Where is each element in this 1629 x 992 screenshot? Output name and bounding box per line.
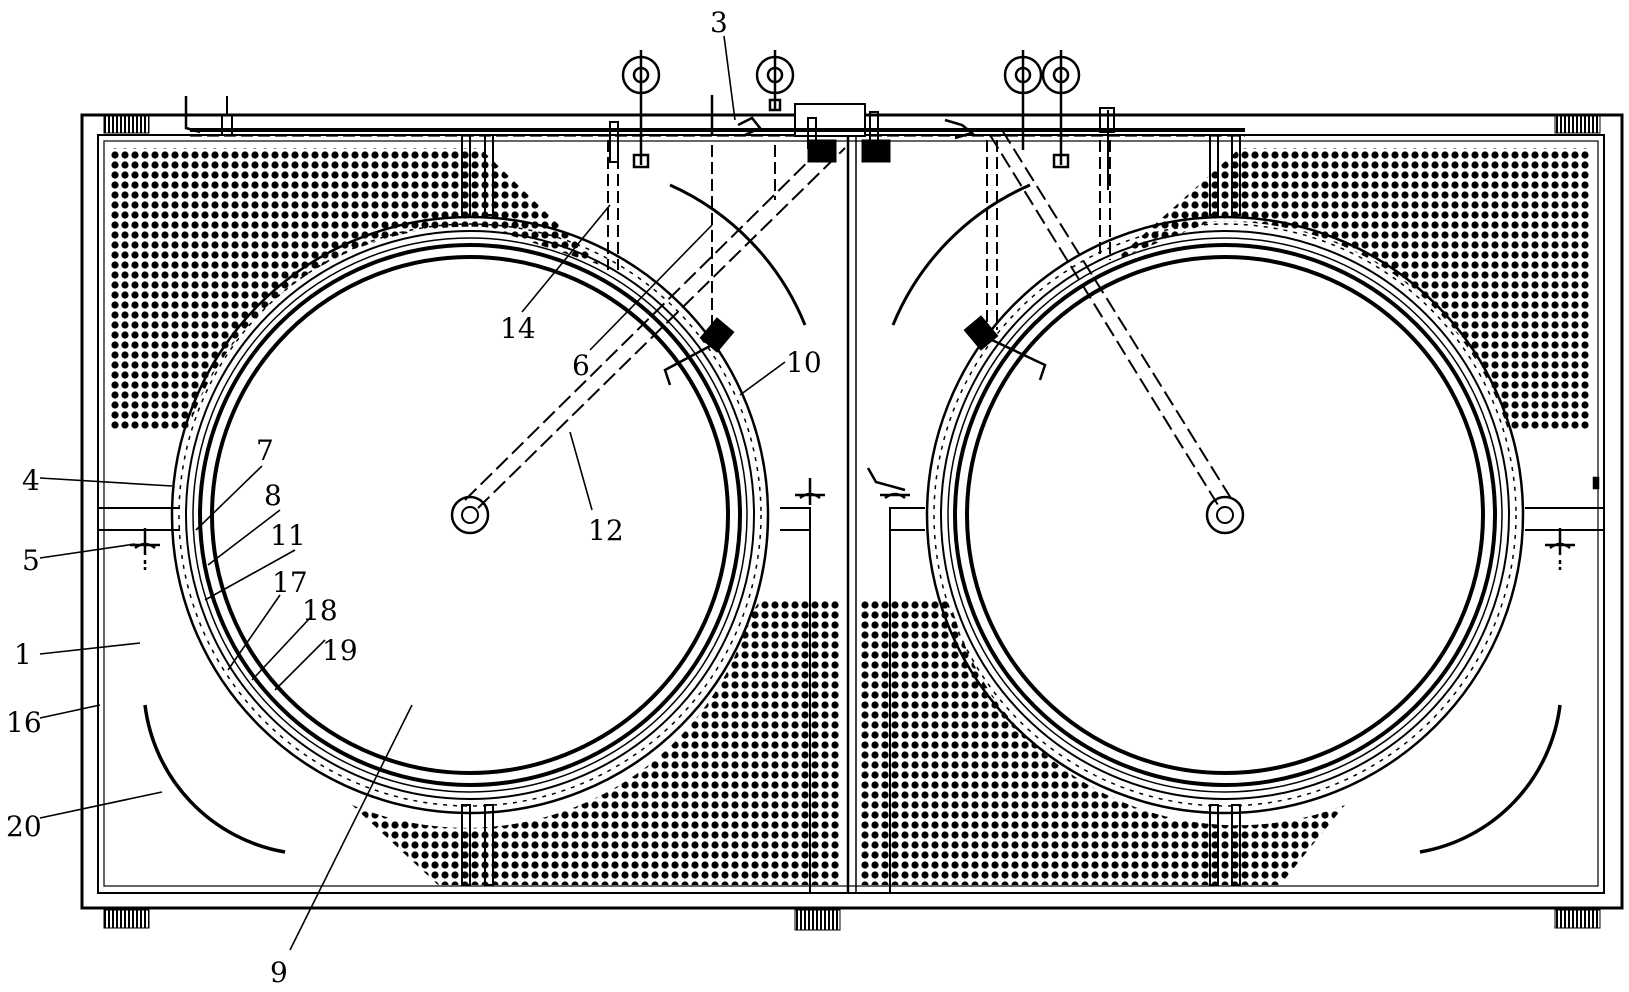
label-5: 5 — [22, 544, 40, 577]
fitting-left — [130, 528, 160, 570]
dotted-fill-regions — [110, 148, 1590, 885]
drum-right — [861, 129, 1525, 886]
foot-bottom-right — [1554, 909, 1601, 929]
fitting-mid-left — [795, 478, 825, 505]
valve-3 — [1003, 50, 1043, 150]
label-9: 9 — [270, 956, 288, 988]
feet — [103, 103, 1601, 931]
label-18: 18 — [302, 594, 338, 627]
foot-bottom-center — [794, 909, 841, 931]
label-8: 8 — [264, 479, 282, 512]
label-20: 20 — [6, 810, 42, 843]
dot-region-bottom-left — [352, 600, 840, 885]
label-7: 7 — [256, 434, 274, 467]
valves — [609, 50, 1081, 169]
fitting-mid-right — [866, 467, 910, 500]
left-shell-inner — [198, 243, 742, 787]
foot-top-right — [1554, 114, 1601, 134]
label-1: 1 — [14, 638, 32, 671]
fittings — [130, 467, 1600, 570]
label-17: 17 — [272, 566, 308, 599]
valve-1 — [621, 50, 661, 169]
right-shell-inner — [953, 243, 1497, 787]
lower-arcs — [143, 704, 1562, 854]
valve-4 — [1041, 50, 1081, 169]
label-12: 12 — [588, 514, 624, 547]
fitting-right — [1545, 528, 1575, 570]
label-6: 6 — [572, 349, 590, 382]
label-14: 14 — [500, 312, 536, 345]
left-drum — [210, 255, 730, 775]
label-4: 4 — [22, 464, 40, 497]
dot-region-top-right — [1115, 148, 1590, 430]
foot-top-left — [103, 114, 150, 134]
label-16: 16 — [6, 706, 42, 739]
right-drum — [965, 255, 1485, 775]
valve-2 — [755, 50, 795, 112]
dot-region-bottom-right — [860, 600, 1345, 885]
dot-region-top-left — [110, 148, 600, 430]
label-10: 10 — [786, 346, 822, 379]
label-11: 11 — [270, 519, 306, 552]
arc-right — [1419, 704, 1562, 854]
foot-bottom-left — [103, 909, 150, 929]
arc-left — [143, 704, 286, 854]
reference-labels: 1 3 4 5 6 7 8 9 10 11 12 14 16 17 18 19 … — [6, 6, 822, 989]
label-19: 19 — [322, 634, 358, 667]
label-3: 3 — [710, 6, 728, 39]
right-shell-outer — [925, 215, 1525, 815]
top-pipe — [184, 96, 1245, 190]
leader-lines — [39, 35, 786, 951]
